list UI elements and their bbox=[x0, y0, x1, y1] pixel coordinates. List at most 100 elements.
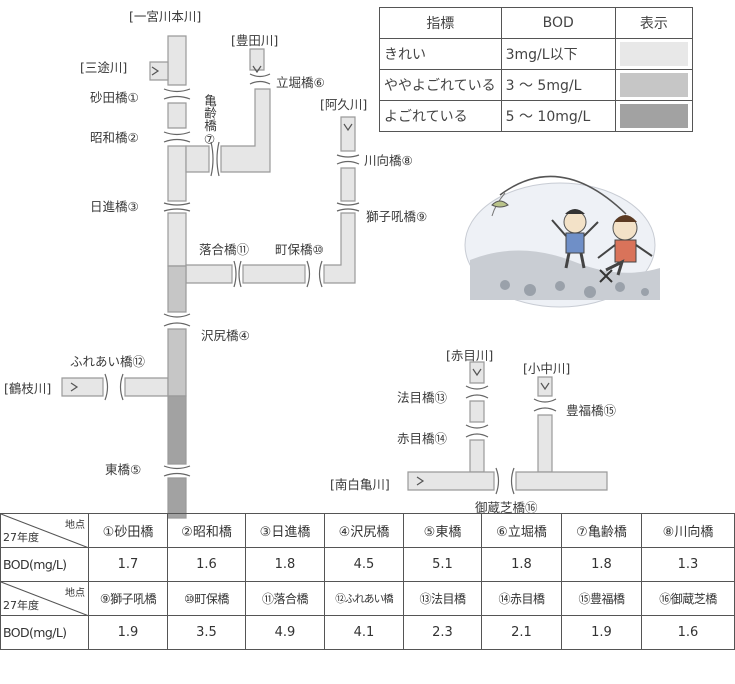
kids-illustration bbox=[464, 175, 660, 308]
bod-value-8: 1.3 bbox=[641, 547, 735, 582]
label-bridge-12: ふれあい橋⑫ bbox=[70, 354, 146, 369]
label-bridge-9: 獅子吼橋⑨ bbox=[366, 209, 428, 224]
bridge-marker-8 bbox=[336, 154, 360, 165]
point-name-4: ④沢尻橋 bbox=[324, 513, 404, 548]
label-bridge-15: 豊福橋⑮ bbox=[566, 403, 617, 418]
point-name-16: ⑯御蔵芝橋 bbox=[641, 581, 735, 616]
legend-swatch-fill-clean bbox=[619, 42, 688, 66]
bod-value-15: 1.9 bbox=[561, 615, 642, 650]
toyoda-river bbox=[220, 88, 271, 173]
legend-bod-dirty: 5 ～ 10mg/L bbox=[500, 100, 616, 132]
ichinomiya-seg7 bbox=[167, 395, 187, 465]
point-name-2: ②昭和橋 bbox=[167, 513, 246, 548]
legend-header-bod: BOD bbox=[500, 7, 616, 39]
bod-corner-cell-1: 地点 27年度 bbox=[0, 513, 90, 549]
nanpaku-right bbox=[515, 471, 608, 491]
toyoda-river-upper bbox=[249, 48, 265, 71]
arrow-akame bbox=[472, 368, 482, 377]
ochiai-connector bbox=[185, 264, 233, 284]
aku-mid bbox=[340, 167, 356, 202]
arrow-tsurue bbox=[70, 382, 79, 392]
konaka-upper bbox=[537, 376, 553, 397]
bod-value-2: 1.6 bbox=[167, 547, 246, 582]
ichinomiya-seg4 bbox=[167, 212, 187, 267]
label-toyoda-river: [豊田川] bbox=[231, 33, 279, 48]
label-bridge-2: 昭和橋② bbox=[90, 130, 139, 145]
bod-header-row-1: 地点 27年度 ①砂田橋 ②昭和橋 ③日進橋 ④沢尻橋 ⑤東橋 ⑥立堀橋 ⑦亀齢… bbox=[0, 513, 735, 549]
label-tsurue-river: [鶴枝川] bbox=[4, 381, 52, 396]
bod-value-14: 2.1 bbox=[481, 615, 562, 650]
aku-lower bbox=[323, 212, 356, 284]
bod-corner-cell-2: 地点 27年度 bbox=[0, 581, 90, 617]
bod-value-11: 4.9 bbox=[245, 615, 325, 650]
point-name-7: ⑦亀齢橋 bbox=[561, 513, 642, 548]
legend-bod-clean: 3mg/L以下 bbox=[500, 38, 616, 70]
label-bridge-16: 御蔵芝橋⑯ bbox=[475, 500, 538, 515]
bod-table: 地点 27年度 ①砂田橋 ②昭和橋 ③日進橋 ④沢尻橋 ⑤東橋 ⑥立堀橋 ⑦亀齢… bbox=[0, 513, 735, 650]
point-name-15: ⑮豊福橋 bbox=[561, 581, 642, 616]
bridge-marker-16 bbox=[495, 467, 515, 495]
bod-value-7: 1.8 bbox=[561, 547, 642, 582]
legend-label-slightly-dirty: ややよごれている bbox=[379, 69, 502, 101]
bridge-marker-4 bbox=[163, 313, 191, 327]
river-network-map bbox=[61, 35, 660, 519]
legend-swatch-fill-slightly-dirty bbox=[619, 73, 688, 97]
bridge-marker-3 bbox=[163, 202, 191, 212]
label-sanzu-river: [三途川] bbox=[80, 60, 128, 75]
bod-value-5: 5.1 bbox=[403, 547, 482, 582]
bridge-marker-13 bbox=[465, 385, 489, 399]
label-bridge-10: 町保橋⑩ bbox=[275, 242, 324, 257]
arrow-aku bbox=[343, 123, 353, 132]
ichinomiya-seg6 bbox=[167, 328, 187, 397]
point-name-11: ⑪落合橋 bbox=[245, 581, 325, 616]
legend-header-index: 指標 bbox=[379, 7, 502, 39]
bridge-marker-15 bbox=[533, 398, 557, 412]
legend-table: 指標 BOD 表示 きれい 3mg/L以下 ややよごれている 3 ～ 5mg/L… bbox=[379, 7, 694, 132]
akame-lower bbox=[469, 439, 485, 473]
bod-value-6: 1.8 bbox=[481, 547, 562, 582]
ichinomiya-seg2 bbox=[167, 102, 187, 129]
label-nanpaku-river: [南白亀川] bbox=[330, 477, 390, 492]
bridge-marker-6 bbox=[249, 73, 271, 85]
toyoda-arm-left bbox=[185, 145, 210, 173]
arrow-toyoda bbox=[252, 65, 262, 74]
bridge-marker-2 bbox=[163, 131, 191, 143]
point-name-8: ⑧川向橋 bbox=[641, 513, 735, 548]
bridge-marker-5 bbox=[163, 465, 191, 477]
label-bridge-13: 法目橋⑬ bbox=[397, 390, 448, 405]
bod-value-10: 3.5 bbox=[167, 615, 246, 650]
bod-value-1: 1.7 bbox=[88, 547, 168, 582]
label-bridge-5: 東橋⑤ bbox=[105, 462, 142, 477]
point-name-9: ⑨獅子吼橋 bbox=[88, 581, 168, 616]
ichinomiya-seg3 bbox=[167, 145, 187, 202]
bod-value-9: 1.9 bbox=[88, 615, 168, 650]
point-name-14: ⑭赤目橋 bbox=[481, 581, 562, 616]
bod-value-12: 4.1 bbox=[324, 615, 404, 650]
akame-upper bbox=[469, 361, 485, 384]
legend-label-dirty: よごれている bbox=[379, 100, 502, 132]
legend-swatch-clean bbox=[614, 38, 694, 70]
label-bridge-3: 日進橋③ bbox=[90, 199, 139, 214]
label-bridge-6: 立堀橋⑥ bbox=[276, 75, 325, 90]
corner-year-label-2: 27年度 bbox=[3, 599, 39, 612]
tsurue-right bbox=[124, 377, 169, 397]
bridge-marker-11 bbox=[233, 260, 242, 288]
legend-header-display: 表示 bbox=[614, 7, 694, 39]
label-ichinomiya-river: [一宮川本川] bbox=[129, 9, 202, 24]
aku-upper bbox=[340, 116, 356, 152]
bridge-marker-10 bbox=[306, 260, 323, 288]
label-bridge-1: 砂田橋① bbox=[90, 90, 139, 105]
ichinomiya-seg5 bbox=[167, 265, 187, 313]
nanpaku-left bbox=[407, 471, 495, 491]
bod-table-wrapper: 地点 27年度 ①砂田橋 ②昭和橋 ③日進橋 ④沢尻橋 ⑤東橋 ⑥立堀橋 ⑦亀齢… bbox=[0, 513, 735, 684]
bridge-marker-7 bbox=[210, 141, 220, 177]
label-akame-river: [赤目川] bbox=[446, 348, 494, 363]
bod-value-13: 2.3 bbox=[403, 615, 482, 650]
akame-mid bbox=[469, 400, 485, 423]
ichinomiya-upper bbox=[167, 35, 187, 86]
ichinomiya-seg8 bbox=[167, 477, 187, 519]
point-name-10: ⑩町保橋 bbox=[167, 581, 246, 616]
legend-swatch-fill-dirty bbox=[619, 104, 688, 128]
arrow-nanpaku bbox=[416, 476, 425, 486]
label-konaka-river: [小中川] bbox=[523, 361, 571, 376]
